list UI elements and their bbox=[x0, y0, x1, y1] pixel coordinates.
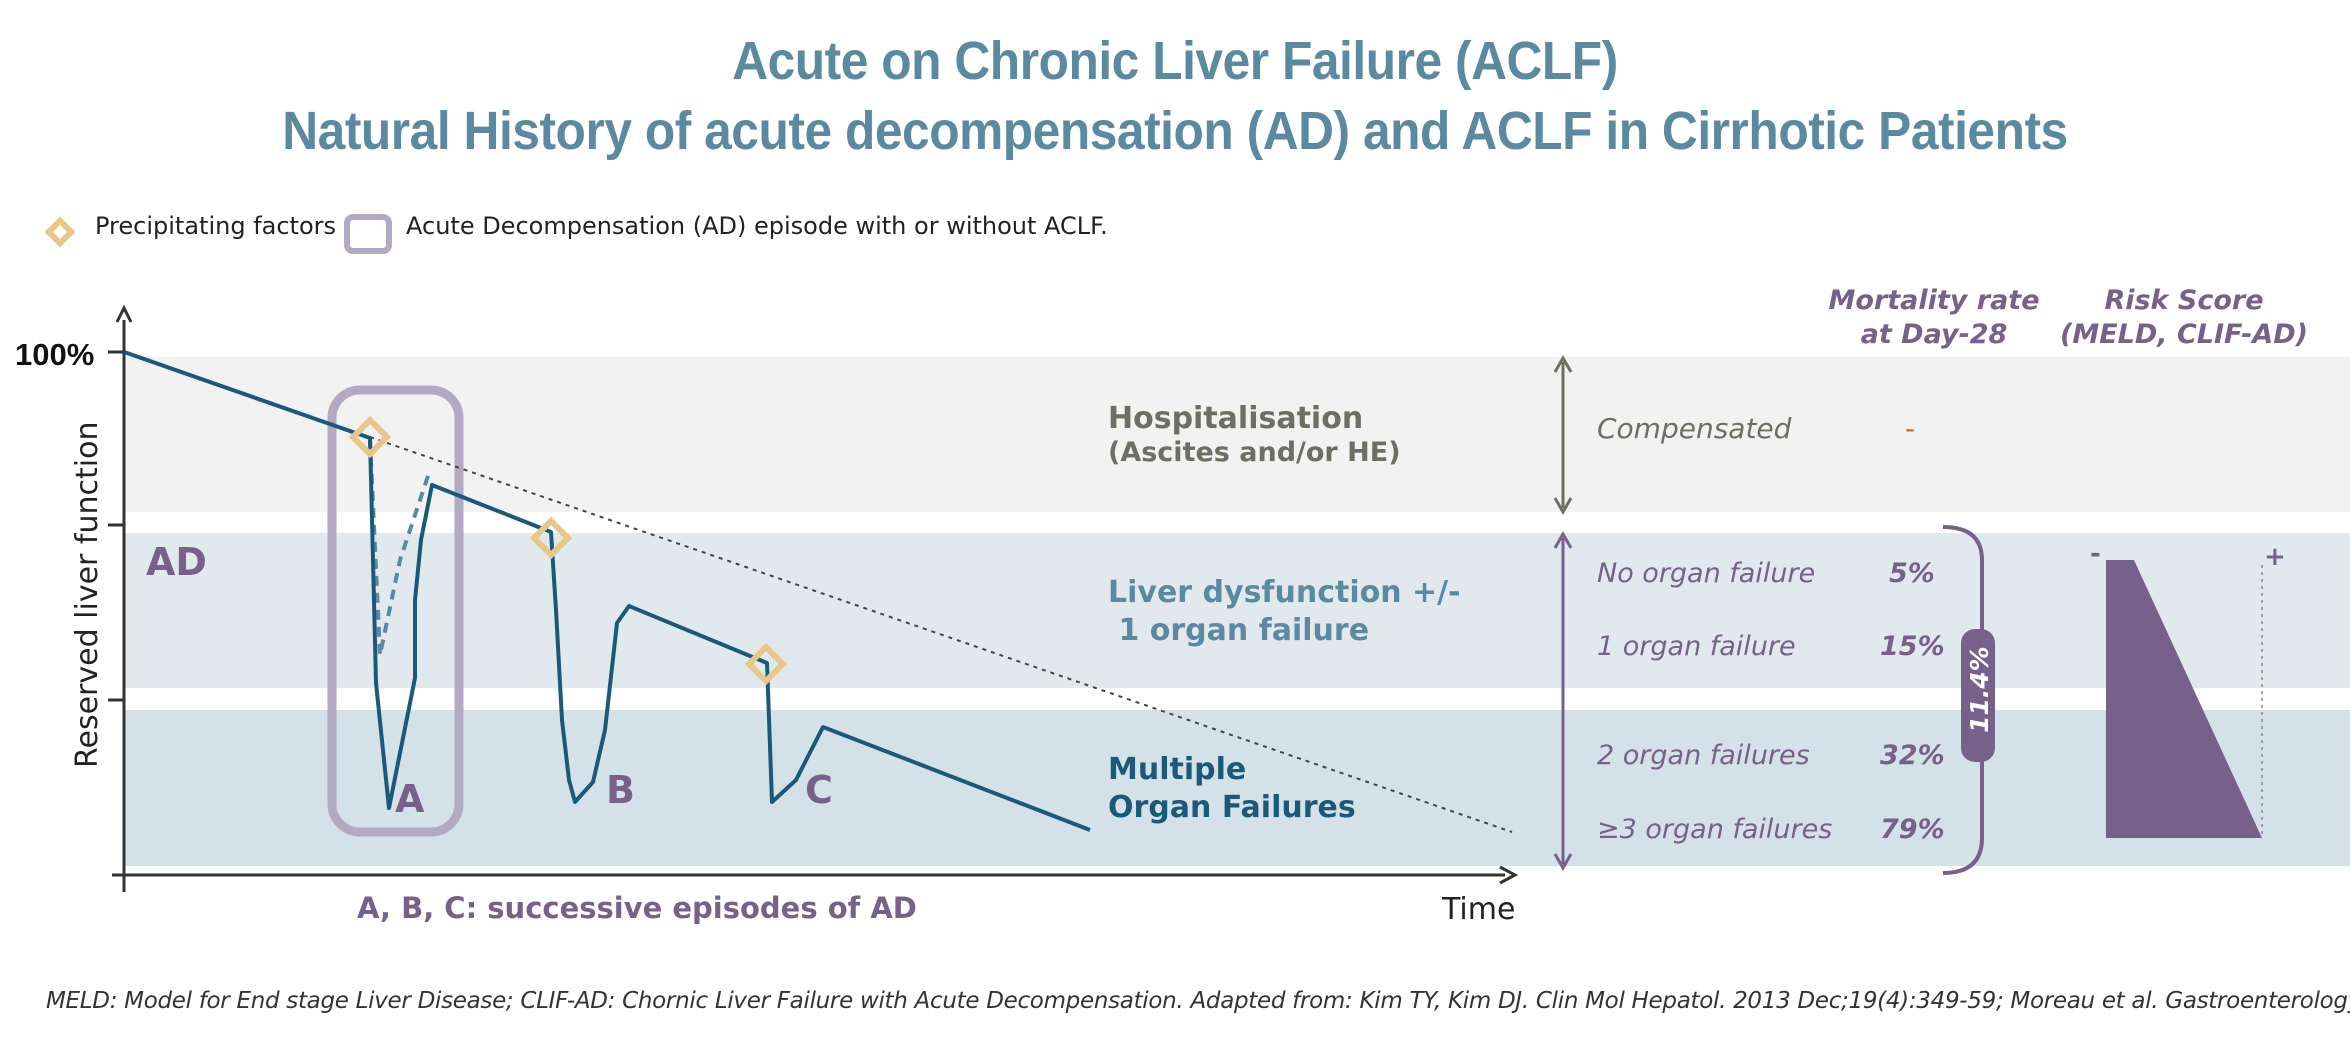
trend-line bbox=[369, 436, 1513, 833]
footnote: MELD: Model for End stage Liver Disease;… bbox=[46, 988, 2350, 1014]
legend-precipitating-factors: Precipitating factors bbox=[95, 212, 337, 240]
compensated-arrow-bottom bbox=[1553, 497, 1573, 516]
episode-label-a: A bbox=[395, 777, 425, 821]
y-axis-top-label: 100% bbox=[15, 337, 94, 372]
band-compensated bbox=[124, 357, 2350, 512]
ad-episode-box bbox=[327, 385, 464, 837]
risk-score-wedge bbox=[2106, 560, 2262, 838]
row-rate-1-organ-failure: 15% bbox=[1880, 631, 1945, 662]
ad-band-label: AD bbox=[146, 540, 207, 584]
x-axis-arrow bbox=[1499, 865, 1519, 885]
precipitating-factor-diamond-c bbox=[744, 642, 788, 686]
episodes-caption: A, B, C: successive episodes of AD bbox=[357, 891, 917, 925]
episode-label-c: C bbox=[805, 768, 833, 812]
risk-score-minus: - bbox=[2090, 539, 2101, 569]
decompensated-arrow-top bbox=[1553, 530, 1573, 549]
row-rate-no-organ-failure: 5% bbox=[1889, 558, 1935, 589]
row-label-1-organ-failure: 1 organ failure bbox=[1597, 631, 1796, 662]
risk-header-1: Risk Score bbox=[2104, 285, 2263, 316]
episode-label-b: B bbox=[606, 768, 635, 812]
y-axis-label: Reserved liver function bbox=[70, 422, 105, 768]
mortality-header-1: Mortality rate bbox=[1828, 285, 2039, 316]
row-rate-2-organ-failures: 32% bbox=[1880, 740, 1945, 771]
liver-dysfunction-sublabel: 1 organ failure bbox=[1108, 613, 1369, 648]
dashed-curve bbox=[368, 439, 432, 656]
row-label-3-organ-failures: ≥3 organ failures bbox=[1597, 814, 1832, 845]
legend-ad-episode: Acute Decompensation (AD) episode with o… bbox=[406, 212, 1108, 240]
title-line-1: Acute on Chronic Liver Failure (ACLF) bbox=[732, 31, 1618, 91]
title-line-2: Natural History of acute decompensation … bbox=[282, 101, 2068, 161]
compensated-arrow-top bbox=[1553, 354, 1573, 373]
risk-header-2: (MELD, CLIF-AD) bbox=[2060, 319, 2308, 350]
hospitalisation-label: Hospitalisation bbox=[1108, 401, 1363, 436]
mortality-header-2: at Day-28 bbox=[1861, 319, 2008, 350]
liver-dysfunction-label: Liver dysfunction +/- bbox=[1108, 575, 1461, 610]
overall-rate-pill bbox=[1961, 629, 1995, 762]
y-axis-arrow bbox=[115, 304, 133, 323]
ad-episode-legend-icon bbox=[344, 214, 392, 254]
multiple-organ-label: Multiple bbox=[1108, 752, 1246, 787]
row-rate-3-organ-failures: 79% bbox=[1880, 814, 1945, 845]
precipitating-factor-diamond-b bbox=[529, 516, 573, 560]
decompensated-arrow-bottom bbox=[1553, 853, 1573, 872]
hospitalisation-sublabel: (Ascites and/or HE) bbox=[1108, 437, 1401, 468]
row-label-2-organ-failures: 2 organ failures bbox=[1597, 740, 1810, 771]
multiple-organ-sublabel: Organ Failures bbox=[1108, 790, 1356, 825]
liver-function-curve bbox=[123, 350, 1091, 832]
overall-rate: 11.4% bbox=[1965, 646, 1994, 733]
x-axis-label: Time bbox=[1441, 892, 1515, 927]
risk-score-plus: + bbox=[2264, 542, 2286, 572]
precipitating-factor-diamond-a bbox=[348, 415, 392, 459]
compensated-label: Compensated bbox=[1597, 412, 1792, 445]
row-label-no-organ-failure: No organ failure bbox=[1597, 558, 1815, 589]
compensated-rate: - bbox=[1905, 412, 1915, 445]
